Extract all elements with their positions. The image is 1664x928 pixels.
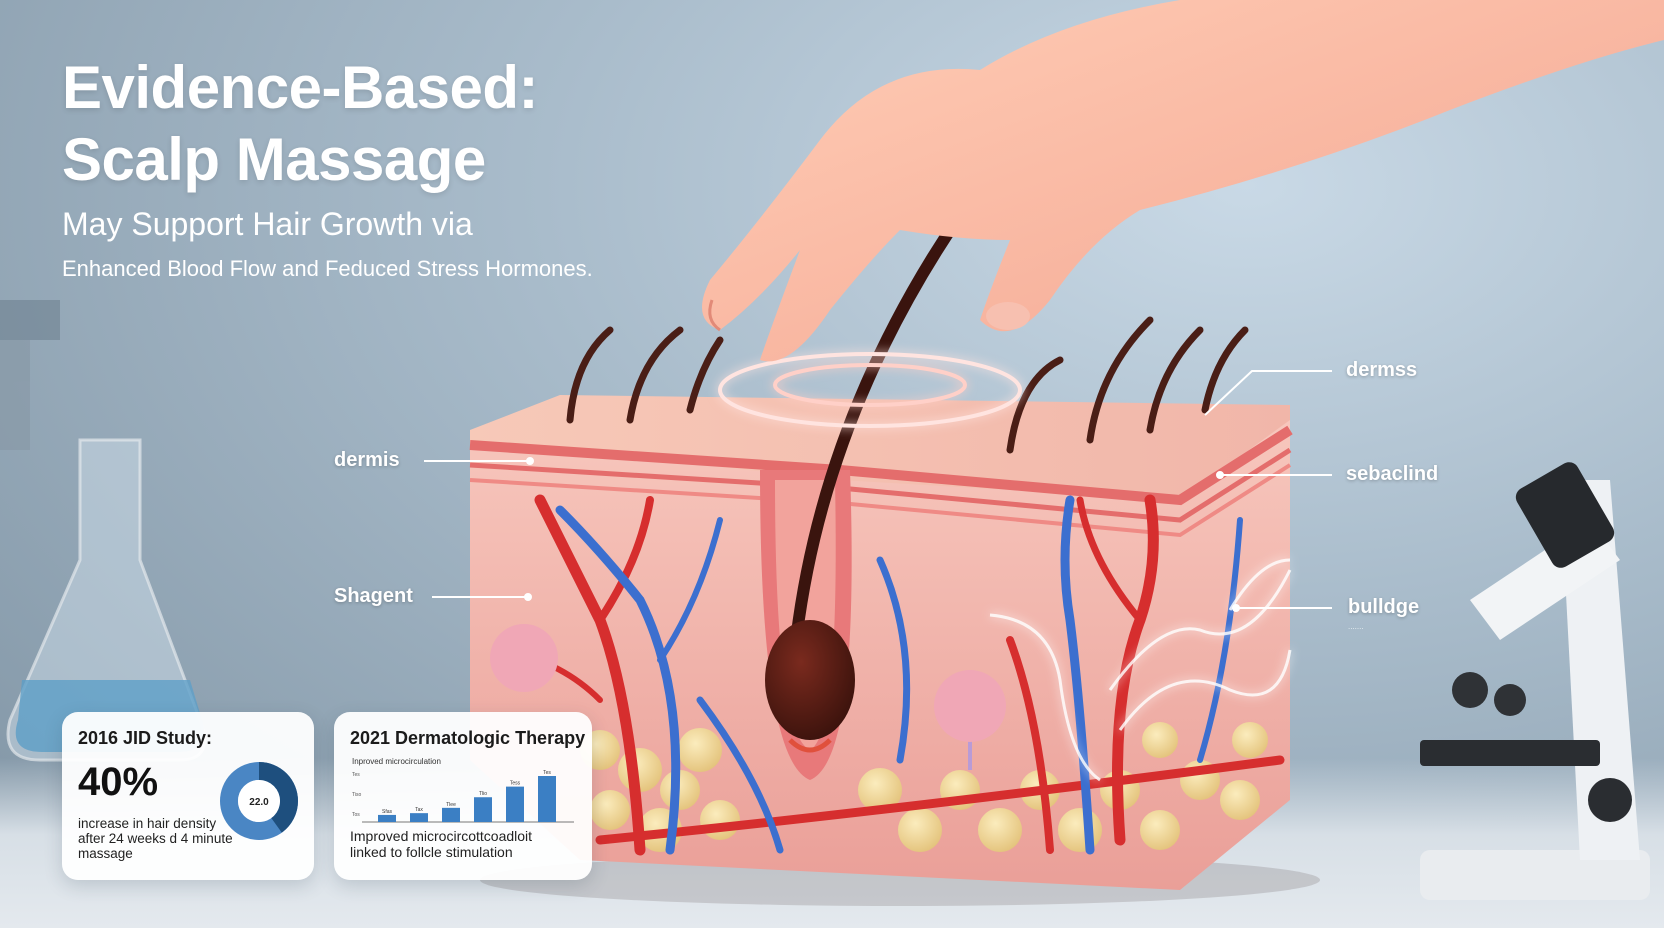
scalp-block <box>469 395 1293 890</box>
y-tick-label: Tes <box>352 772 360 778</box>
vein-network <box>555 495 1243 855</box>
title-line-1: Evidence-Based: <box>62 54 539 121</box>
study-card: 2016 JID Study: 40% increase in hair den… <box>62 712 314 880</box>
label-bulldge-note: ....... <box>1348 622 1364 631</box>
bar <box>378 814 396 822</box>
bar <box>538 776 556 822</box>
title-line-2: Scalp Massage <box>62 126 486 193</box>
donut-segment <box>220 762 298 840</box>
chart-heading: Inproved microcirculation <box>352 757 441 766</box>
label-dermss: dermss <box>1346 359 1418 381</box>
gland-icon <box>490 624 1006 770</box>
y-tick-label: Tiso <box>352 792 361 798</box>
bar-label: Tlio <box>479 791 487 797</box>
donut-label: 22.0 <box>249 797 269 808</box>
bar-label: Tlee <box>446 802 456 808</box>
bar <box>442 807 460 822</box>
bar-label: Sfas <box>382 809 393 815</box>
microscope-icon <box>1420 462 1650 900</box>
therapy-card-title: 2021 Dermatologic Therapy <box>350 728 586 748</box>
massage-pressure-rings <box>718 352 1022 428</box>
label-bulldge: bulldge <box>1348 596 1420 618</box>
page-title: Evidence-Based: Scalp Massage <box>62 52 539 196</box>
bar <box>506 786 524 822</box>
bar-label: Tes <box>543 770 551 776</box>
subtitle-line-2: Enhanced Blood Flow and Feduced Stress H… <box>62 256 593 281</box>
subtitle-line-1: May Support Hair Growth via <box>62 206 473 242</box>
study-card-title: 2016 JID Study: <box>78 728 213 748</box>
bar <box>410 813 428 822</box>
bar-label: Tess <box>510 781 521 787</box>
lab-equipment-icon <box>0 300 60 450</box>
therapy-card: 2021 Dermatologic Therapy Inproved micro… <box>334 712 592 880</box>
hand-icon <box>702 0 1664 362</box>
therapy-card-caption: Improved microcircottcoadloit linked to … <box>350 828 533 860</box>
y-tick-label: Tos <box>352 812 360 818</box>
hair-strands <box>566 316 1249 454</box>
bar-label: Tax <box>415 807 423 813</box>
label-sebaclind: sebaclind <box>1346 463 1439 485</box>
bar <box>474 797 492 822</box>
label-dermis-left: dermis <box>334 449 400 471</box>
study-card-description: increase in hair density after 24 weeks … <box>78 816 233 861</box>
study-card-stat: 40% <box>78 760 159 804</box>
donut-chart: 22.0 <box>220 762 298 840</box>
label-shagent: Shagent <box>334 585 413 607</box>
callout-lines <box>424 370 1332 612</box>
artery-network <box>497 494 1285 856</box>
